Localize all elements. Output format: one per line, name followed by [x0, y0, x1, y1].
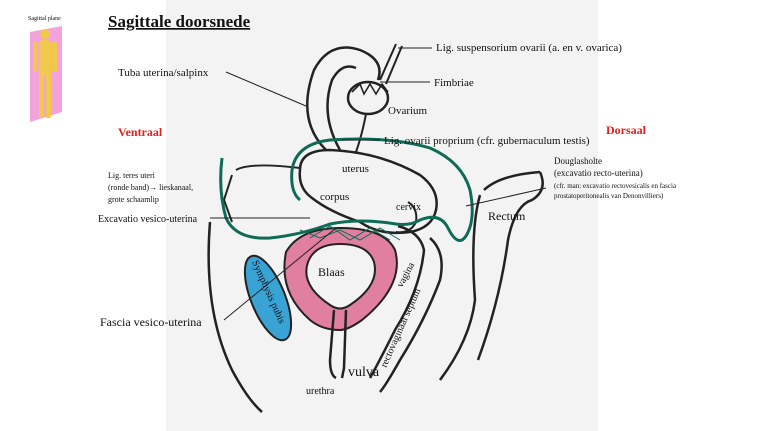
label-tuba: Tuba uterina/salpinx	[118, 67, 209, 79]
label-lig-teres-1: Lig. teres uteri	[108, 171, 156, 180]
label-uterus: uterus	[342, 163, 369, 175]
label-vulva: vulva	[348, 365, 380, 380]
lig-teres-shape	[222, 164, 301, 223]
dorsal-label: Dorsaal	[606, 123, 647, 137]
label-douglas-note-1: (cfr. man: excavatio rectovesicalis en f…	[554, 182, 677, 190]
drawing-background	[166, 0, 598, 431]
leader-lines	[210, 47, 547, 321]
bladder-lumen	[305, 242, 376, 310]
label-douglas-title: Douglasholte	[554, 156, 602, 166]
uterus-shape	[298, 148, 438, 235]
urethra-shape	[328, 309, 348, 380]
sagittal-plane-thumbnail: Sagittal plane	[4, 10, 76, 128]
fimbriae-shape	[351, 82, 389, 96]
label-lig-teres-2: (ronde band)→ lieskanaal,	[108, 183, 193, 192]
leader-douglas	[465, 187, 547, 207]
page-title: Sagittale doorsnede	[108, 12, 251, 31]
label-douglas-note-2: prostatoperitonealis van Denonvilliers)	[554, 192, 664, 200]
rectum-shape	[438, 170, 544, 381]
abdominal-wall-outline	[207, 221, 263, 413]
label-fascia: Fascia vesico-uterina	[100, 315, 202, 329]
label-blaas: Blaas	[318, 265, 345, 279]
ventral-label: Ventraal	[118, 125, 163, 139]
human-figure-icon	[33, 29, 57, 118]
label-lig-teres-3: grote schaamlip	[108, 195, 159, 204]
label-excavatio: Excavatio vesico-uterina	[98, 214, 198, 225]
lig-suspensorium-shape	[379, 43, 403, 85]
leader-fascia	[223, 227, 337, 321]
label-rectum: Rectum	[488, 209, 526, 223]
peritoneum-line	[219, 137, 474, 242]
vagina-shape	[368, 224, 443, 393]
fascia-hatching	[299, 225, 401, 241]
label-cervix: cervix	[396, 202, 421, 213]
label-urethra: urethra	[306, 386, 335, 397]
symphysis-pubis-shape	[243, 254, 293, 342]
thumbnail-caption: Sagittal plane	[28, 16, 61, 22]
label-lig-suspensorium: Lig. suspensorium ovarii (a. en v. ovari…	[436, 42, 622, 54]
tuba-uterina-shape	[306, 46, 381, 151]
label-lig-ovarii: Lig. ovarii proprium (cfr. gubernaculum …	[384, 135, 590, 147]
label-vagina: vagina	[395, 260, 417, 289]
label-fimbriae: Fimbriae	[434, 77, 474, 89]
label-corpus: corpus	[320, 191, 349, 203]
lig-ovarii-shape	[355, 113, 367, 153]
label-douglas-sub: (excavatio recto-uterina)	[554, 168, 643, 178]
label-ovarium: Ovarium	[388, 105, 428, 117]
leader-tuba	[225, 71, 307, 107]
